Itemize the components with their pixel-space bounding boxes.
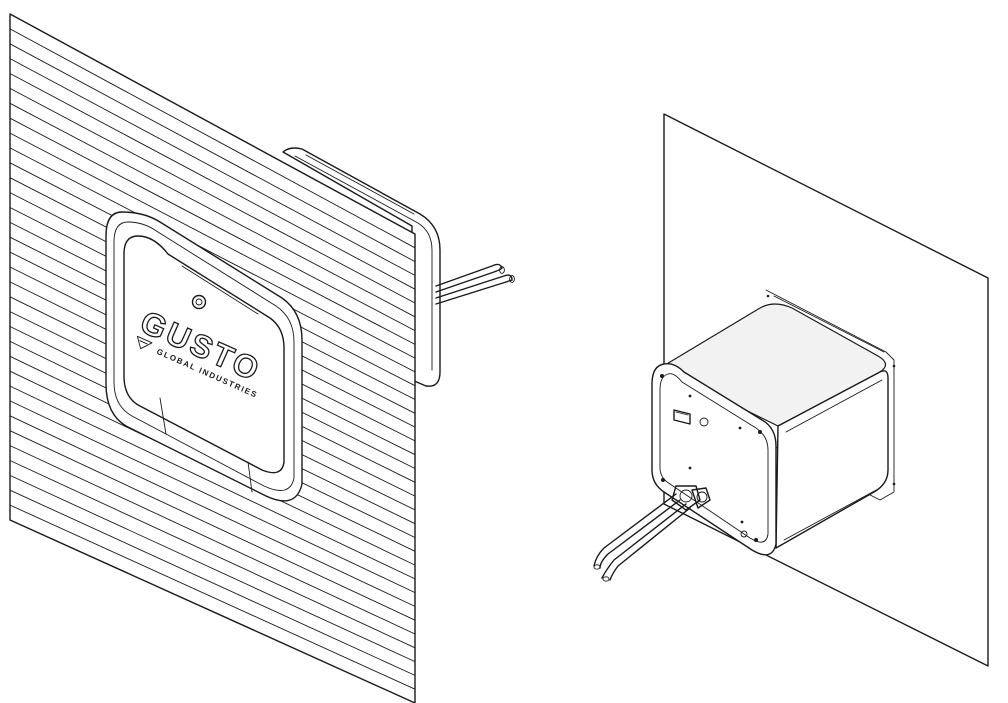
corrugation-line bbox=[9, 117, 416, 332]
rear-housing bbox=[282, 147, 441, 387]
corrugation-line bbox=[9, 415, 416, 607]
corrugation-line bbox=[9, 147, 416, 359]
box-front-plate bbox=[651, 362, 777, 556]
corrugation-line bbox=[9, 400, 416, 594]
corrugation-line bbox=[9, 43, 416, 263]
corrugation-line bbox=[9, 28, 416, 249]
rear-cables bbox=[435, 263, 515, 305]
corrugation-line bbox=[9, 460, 416, 649]
right-view bbox=[593, 113, 989, 667]
left-view: GUSTO GLOBAL INDUSTRIES bbox=[9, 13, 515, 703]
cover-latch bbox=[191, 294, 207, 310]
corrugation-line bbox=[9, 474, 416, 663]
corrugation-line bbox=[9, 102, 416, 318]
corrugation-line bbox=[9, 58, 416, 276]
corrugation-line bbox=[9, 445, 416, 635]
corrugation-line bbox=[9, 489, 416, 676]
corrugation-line bbox=[9, 385, 416, 580]
cable-gland-icon bbox=[671, 485, 711, 511]
corrugation-line bbox=[9, 73, 416, 290]
front-cables bbox=[593, 493, 691, 582]
corrugation-line bbox=[9, 430, 416, 621]
logo-mark-icon bbox=[136, 335, 153, 350]
rocker-switch-icon bbox=[673, 409, 709, 427]
corrugation-line bbox=[9, 504, 416, 690]
front-cover bbox=[105, 211, 303, 502]
corrugation-line bbox=[9, 87, 416, 304]
corrugation-line bbox=[9, 132, 416, 345]
